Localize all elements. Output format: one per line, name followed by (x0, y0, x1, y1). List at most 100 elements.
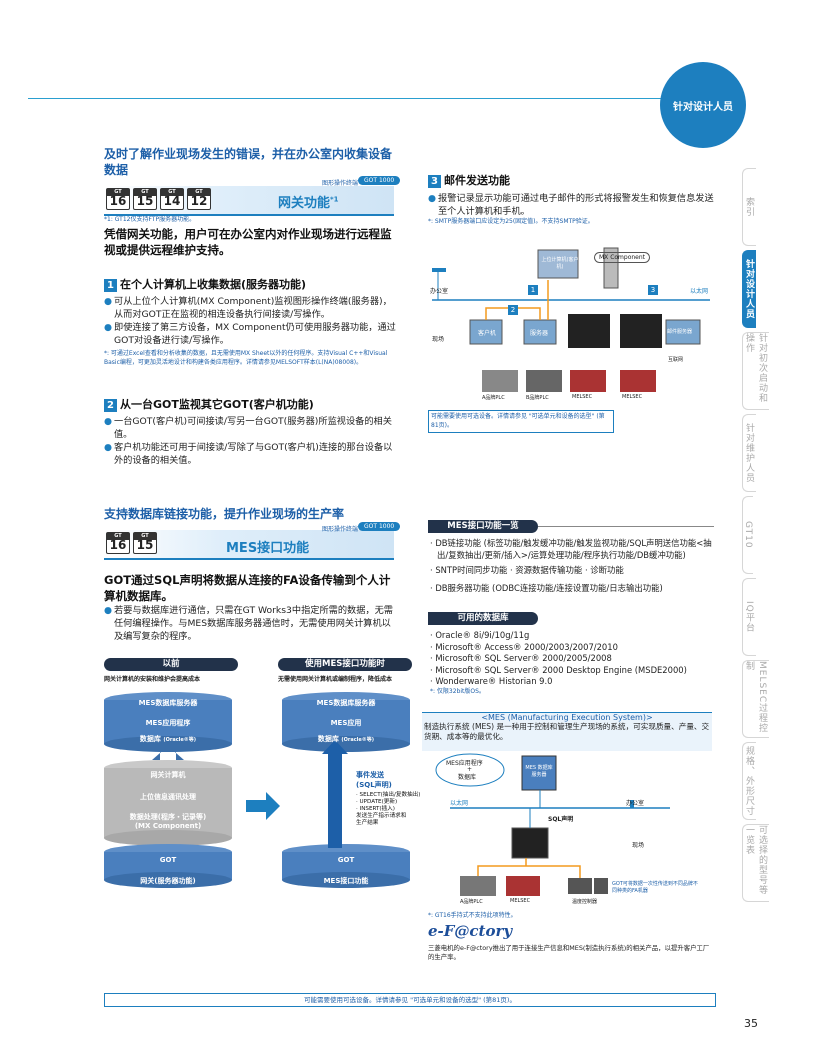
before-heading: 以前 (104, 658, 238, 671)
sql-label: SQL声明 (548, 816, 574, 823)
server-label: 服务器 (530, 330, 549, 337)
mes-app-label: MES应用程序 (446, 760, 483, 767)
diagram-num-1: 1 (528, 285, 538, 295)
footnote-gt12: *1: GT12仅支持FTP服务器功能。 (104, 216, 196, 223)
before-caption: 网关计算机的安装和维护会提高成本 (104, 676, 201, 683)
melsec1-label: MELSEC (572, 394, 593, 400)
diagram-num-2: 2 (508, 305, 518, 315)
before-mx: (MX Component) (134, 822, 202, 830)
after-db: 数据库 (Oracle®等) (317, 735, 375, 743)
tab-iq-platform[interactable]: IQ平台 (742, 578, 756, 656)
tab-models[interactable]: 可选择的型号等一览表 (742, 824, 769, 902)
mes-list-rule (538, 526, 714, 527)
mes-office-label: 办公室 (626, 800, 645, 807)
mes-bullets: 若要与数据库进行通信，只需在GT Works3中指定所需的数据，无需任何编程操作… (104, 604, 396, 643)
database-list: · Oracle® 8i/9i/10g/11g · Microsoft® Acc… (430, 630, 687, 695)
db-list-heading: 可用的数据库 (428, 612, 538, 625)
mx-component-label: MX Component (594, 252, 651, 263)
mes-lead: GOT通过SQL声明将数据从连接的FA设备传输到个人计算机数据库。 (104, 573, 391, 603)
side-tabs: 索引 针对设计人员 针对初次启动和操作 针对维护人员 GT10 IQ平台 MEL… (742, 168, 784, 906)
got1000-pill-2: GOT 1000 (358, 522, 401, 531)
plc-b-label: B品牌PLC (526, 395, 549, 401)
mes-ethernet-label: 以太网 (450, 800, 469, 807)
mes-melsec: MELSEC (510, 898, 531, 904)
before-app: MES应用程序 (145, 719, 191, 727)
site-label: 现场 (432, 336, 445, 343)
efactory-logo: e-F@ctory (428, 922, 513, 940)
before-db-server: MES数据库服务器 (138, 699, 198, 707)
tab-specs[interactable]: 规格、外形尺寸 (742, 742, 756, 820)
ethernet-label: 以太网 (690, 288, 709, 295)
mes-db-label: 数据库 (458, 774, 477, 781)
client-label: 客户机 (478, 330, 497, 337)
efactory-text: 三菱电机的e-F@ctory推出了用于连接生产信息和MES(制造执行系统)的相关… (428, 944, 710, 961)
mes-temp: 温度控制器 (572, 899, 598, 905)
mes-list-heading: MES接口功能一览 (428, 520, 538, 533)
before-got: GOT (159, 856, 177, 864)
mes-network-diagram (435, 753, 670, 896)
section1-heading: 及时了解作业现场发生的错误，并在办公室内收集设备数据 (104, 147, 393, 177)
before-db: 数据库 (Oracle®等) (139, 735, 197, 743)
mes-definition-box: <MES (Manufacturing Execution System)> 制… (422, 712, 712, 751)
audience-badge: 针对设计人员 (660, 62, 746, 148)
diagram-num-3: 3 (648, 285, 658, 295)
before-gateway-pc: 网关计算机 (150, 771, 186, 779)
section2-heading: 支持数据库链接功能，提升作业现场的生产率 (104, 507, 345, 521)
mes-site-label: 现场 (632, 842, 645, 849)
gateway-title: 网关功能*1 (278, 195, 339, 211)
office-label: 办公室 (430, 288, 449, 295)
tab-melsec-process[interactable]: MELSEC过程控制 (742, 660, 769, 738)
pill-note: 图形操作终端 (322, 180, 359, 187)
internet-label: 互联网 (668, 357, 684, 363)
before-processing: 数据处理(程序・记录等) (129, 813, 207, 821)
tab-designers[interactable]: 针对设计人员 (742, 250, 756, 328)
after-db-server: MES数据库服务器 (316, 699, 376, 707)
sub3-bullets: 报警记录显示功能可通过电子邮件的形式将报警发生和恢复信息发送至个人计算机和手机。… (428, 192, 720, 227)
melsec2-label: MELSEC (622, 394, 643, 400)
after-got: GOT (337, 856, 355, 864)
page-number: 35 (744, 1017, 758, 1030)
top-pc-label: 上位计算机(客户机) (541, 257, 579, 270)
diagram1-note: 可能需要使用可选设备。详情请参见 "可选单元和设备的选型" (第81页)。 (428, 410, 614, 433)
plc-a-label: A品牌PLC (482, 395, 505, 401)
after-caption: 无需使用网关计算机或编制程序，降低成本 (278, 676, 393, 683)
after-heading: 使用MES接口功能时 (278, 658, 412, 671)
mes-function-list: · DB链接功能 (标签功能/触发缓冲功能/触发监视功能/SQL声明送信功能<抽… (430, 538, 712, 593)
gateway-lead: 凭借网关功能，用户可在办公室内对作业现场进行远程监视或提供远程维护支持。 (104, 227, 392, 257)
got-transfer-note: GOT可将数据一次性传送到不同品牌不同种类的FA机器 (612, 881, 698, 894)
before-after-diagram (104, 692, 410, 888)
sub2-bullets: 一台GOT(客户机)可间接读/写另一台GOT(服务器)所监视设备的相关值。 客户… (104, 415, 396, 467)
gateway-network-diagram (432, 247, 710, 392)
footer-note: 可能需要使用可选设备。详情请参见 "可选单元和设备的选型" (第81页)。 (104, 993, 716, 1007)
mes-title: MES接口功能 (226, 541, 310, 556)
before-upper-comm: 上位信息通讯处理 (140, 793, 196, 801)
after-got-fn: MES接口功能 (323, 877, 369, 885)
mes-plc-a: A品牌PLC (460, 899, 483, 905)
before-got-fn: 网关(服务器功能) (140, 877, 196, 885)
got1000-pill: GOT 1000 (358, 176, 401, 185)
after-app: MES应用 (330, 719, 362, 727)
after-event: 事件发送(SQL声明) (356, 771, 392, 789)
mail-server-label: 邮件服务器 (667, 329, 693, 335)
tab-index[interactable]: 索引 (742, 168, 756, 246)
tab-startup[interactable]: 针对初次启动和操作 (742, 332, 769, 410)
pill-note-2: 图形操作终端 (322, 526, 359, 533)
gt16-handheld-note: *: GT16手持式不支持此项特性。 (428, 912, 517, 919)
header-rule (28, 98, 708, 99)
after-commands: · SELECT(抽出/复数抽出)· UPDATE(更新)· INSERT(插入… (356, 792, 421, 826)
mes-server-label: MES 数据库 服务器 (525, 765, 553, 778)
tab-gt10[interactable]: GT10 (742, 496, 753, 574)
tab-maintenance[interactable]: 针对维护人员 (742, 414, 756, 492)
plus-label: + (467, 766, 473, 773)
